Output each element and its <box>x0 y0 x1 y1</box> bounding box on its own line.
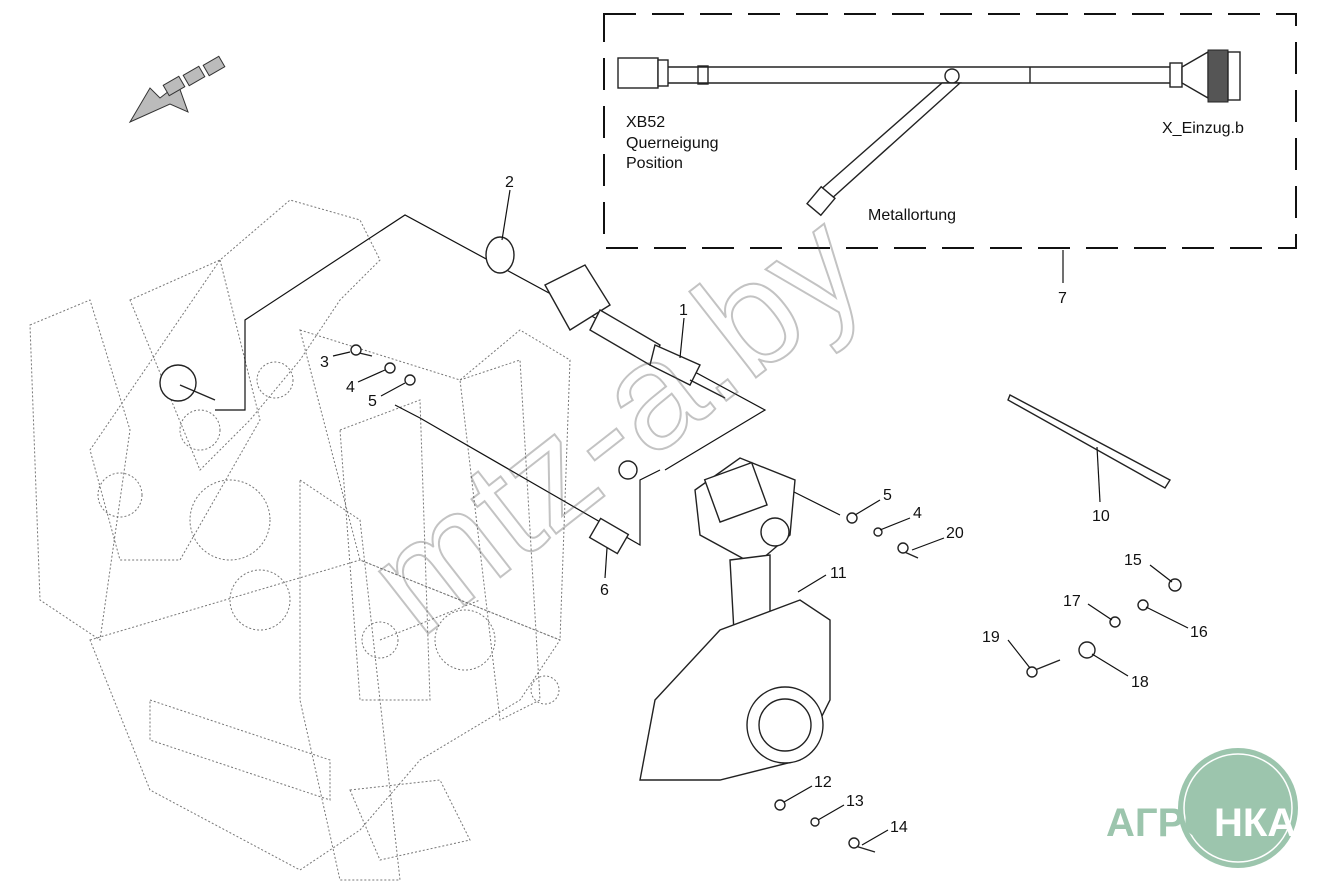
machine-frame <box>29 199 571 881</box>
connector-label-right: X_Einzug.b <box>1162 120 1244 137</box>
wiring-harness-box: XB52 Querneigung Position X_Einzug.b Met… <box>603 13 1297 249</box>
callout-7: 7 <box>1058 290 1067 307</box>
svg-text:mtz-a.by: mtz-a.by <box>336 179 893 665</box>
callout-20: 20 <box>946 525 964 542</box>
sensor-assembly <box>588 457 831 781</box>
connector-label-line1: XB52 <box>626 114 665 131</box>
connector-label-line2: Querneigung <box>626 135 719 152</box>
callout-4: 4 <box>346 379 355 396</box>
direction-arrow-icon <box>128 55 226 124</box>
svg-text:НКА: НКА <box>1214 801 1296 845</box>
callout-16: 16 <box>1190 624 1208 641</box>
branch-label: Metallortung <box>868 207 956 224</box>
callout-18: 18 <box>1131 674 1149 691</box>
callout-11: 11 <box>830 565 847 582</box>
drive-shaft <box>159 236 726 402</box>
hardware <box>350 344 1182 853</box>
callout-17: 17 <box>1063 593 1081 610</box>
callout-5: 5 <box>368 393 377 410</box>
svg-text:АГРО: АГРО <box>1106 801 1215 845</box>
watermark: mtz-a.by <box>335 178 894 666</box>
callout-19: 19 <box>982 629 1000 646</box>
callout-15: 15 <box>1124 552 1142 569</box>
callout-6: 6 <box>600 582 609 599</box>
callout-4b: 4 <box>913 505 922 522</box>
callouts: 1 2 3 4 5 6 7 10 11 5 4 20 15 17 16 19 1… <box>320 174 1208 846</box>
callout-10: 10 <box>1092 508 1110 525</box>
callout-14: 14 <box>890 819 908 836</box>
callout-2: 2 <box>505 174 514 191</box>
callout-5b: 5 <box>883 487 892 504</box>
callout-12: 12 <box>814 774 832 791</box>
callout-3: 3 <box>320 354 329 371</box>
callout-1: 1 <box>679 302 688 319</box>
connector-label-line3: Position <box>626 155 683 172</box>
leader-connections <box>215 214 841 547</box>
agronka-logo: АГРО НКА <box>1106 748 1298 868</box>
callout-13: 13 <box>846 793 864 810</box>
